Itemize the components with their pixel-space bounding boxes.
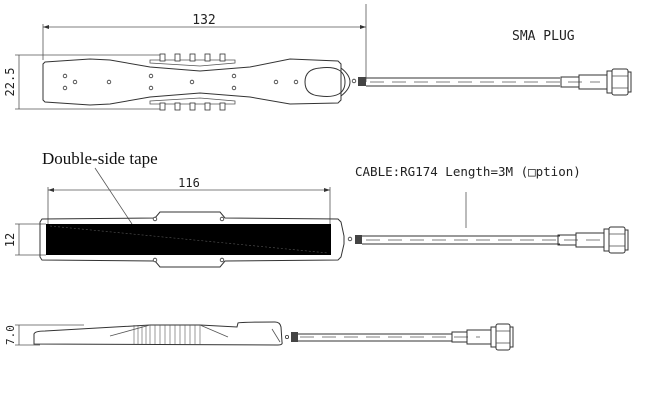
antenna-body-outline: [42, 58, 342, 106]
bottom-view: Double-side tape 116 12 CABLE:RG174 Leng…: [3, 149, 629, 268]
sma-plug-side: [451, 323, 514, 351]
tape-label: Double-side tape: [42, 149, 158, 168]
double-side-tape: [46, 224, 331, 255]
sma-plug-bottom: [557, 226, 629, 254]
width-dimension: 132: [192, 13, 215, 28]
sma-plug-top: [560, 68, 632, 96]
top-view: 132 22.5 SMA PLUG: [3, 4, 632, 111]
height-dimension: 22.5: [3, 68, 17, 97]
tape-height-dimension: 12: [3, 233, 17, 247]
side-profile-outline: [33, 321, 283, 346]
antenna-body-outline: [39, 211, 345, 268]
tape-leader-line: [94, 167, 133, 225]
cable-strain-relief: [358, 77, 366, 86]
side-view: 7.0: [4, 321, 514, 351]
thickness-dimension: 7.0: [4, 325, 17, 345]
connector-label: SMA PLUG: [512, 29, 575, 44]
cable-label: CABLE:RG174 Length=3M (□ption): [355, 164, 581, 179]
tape-width-dimension: 116: [178, 176, 200, 190]
